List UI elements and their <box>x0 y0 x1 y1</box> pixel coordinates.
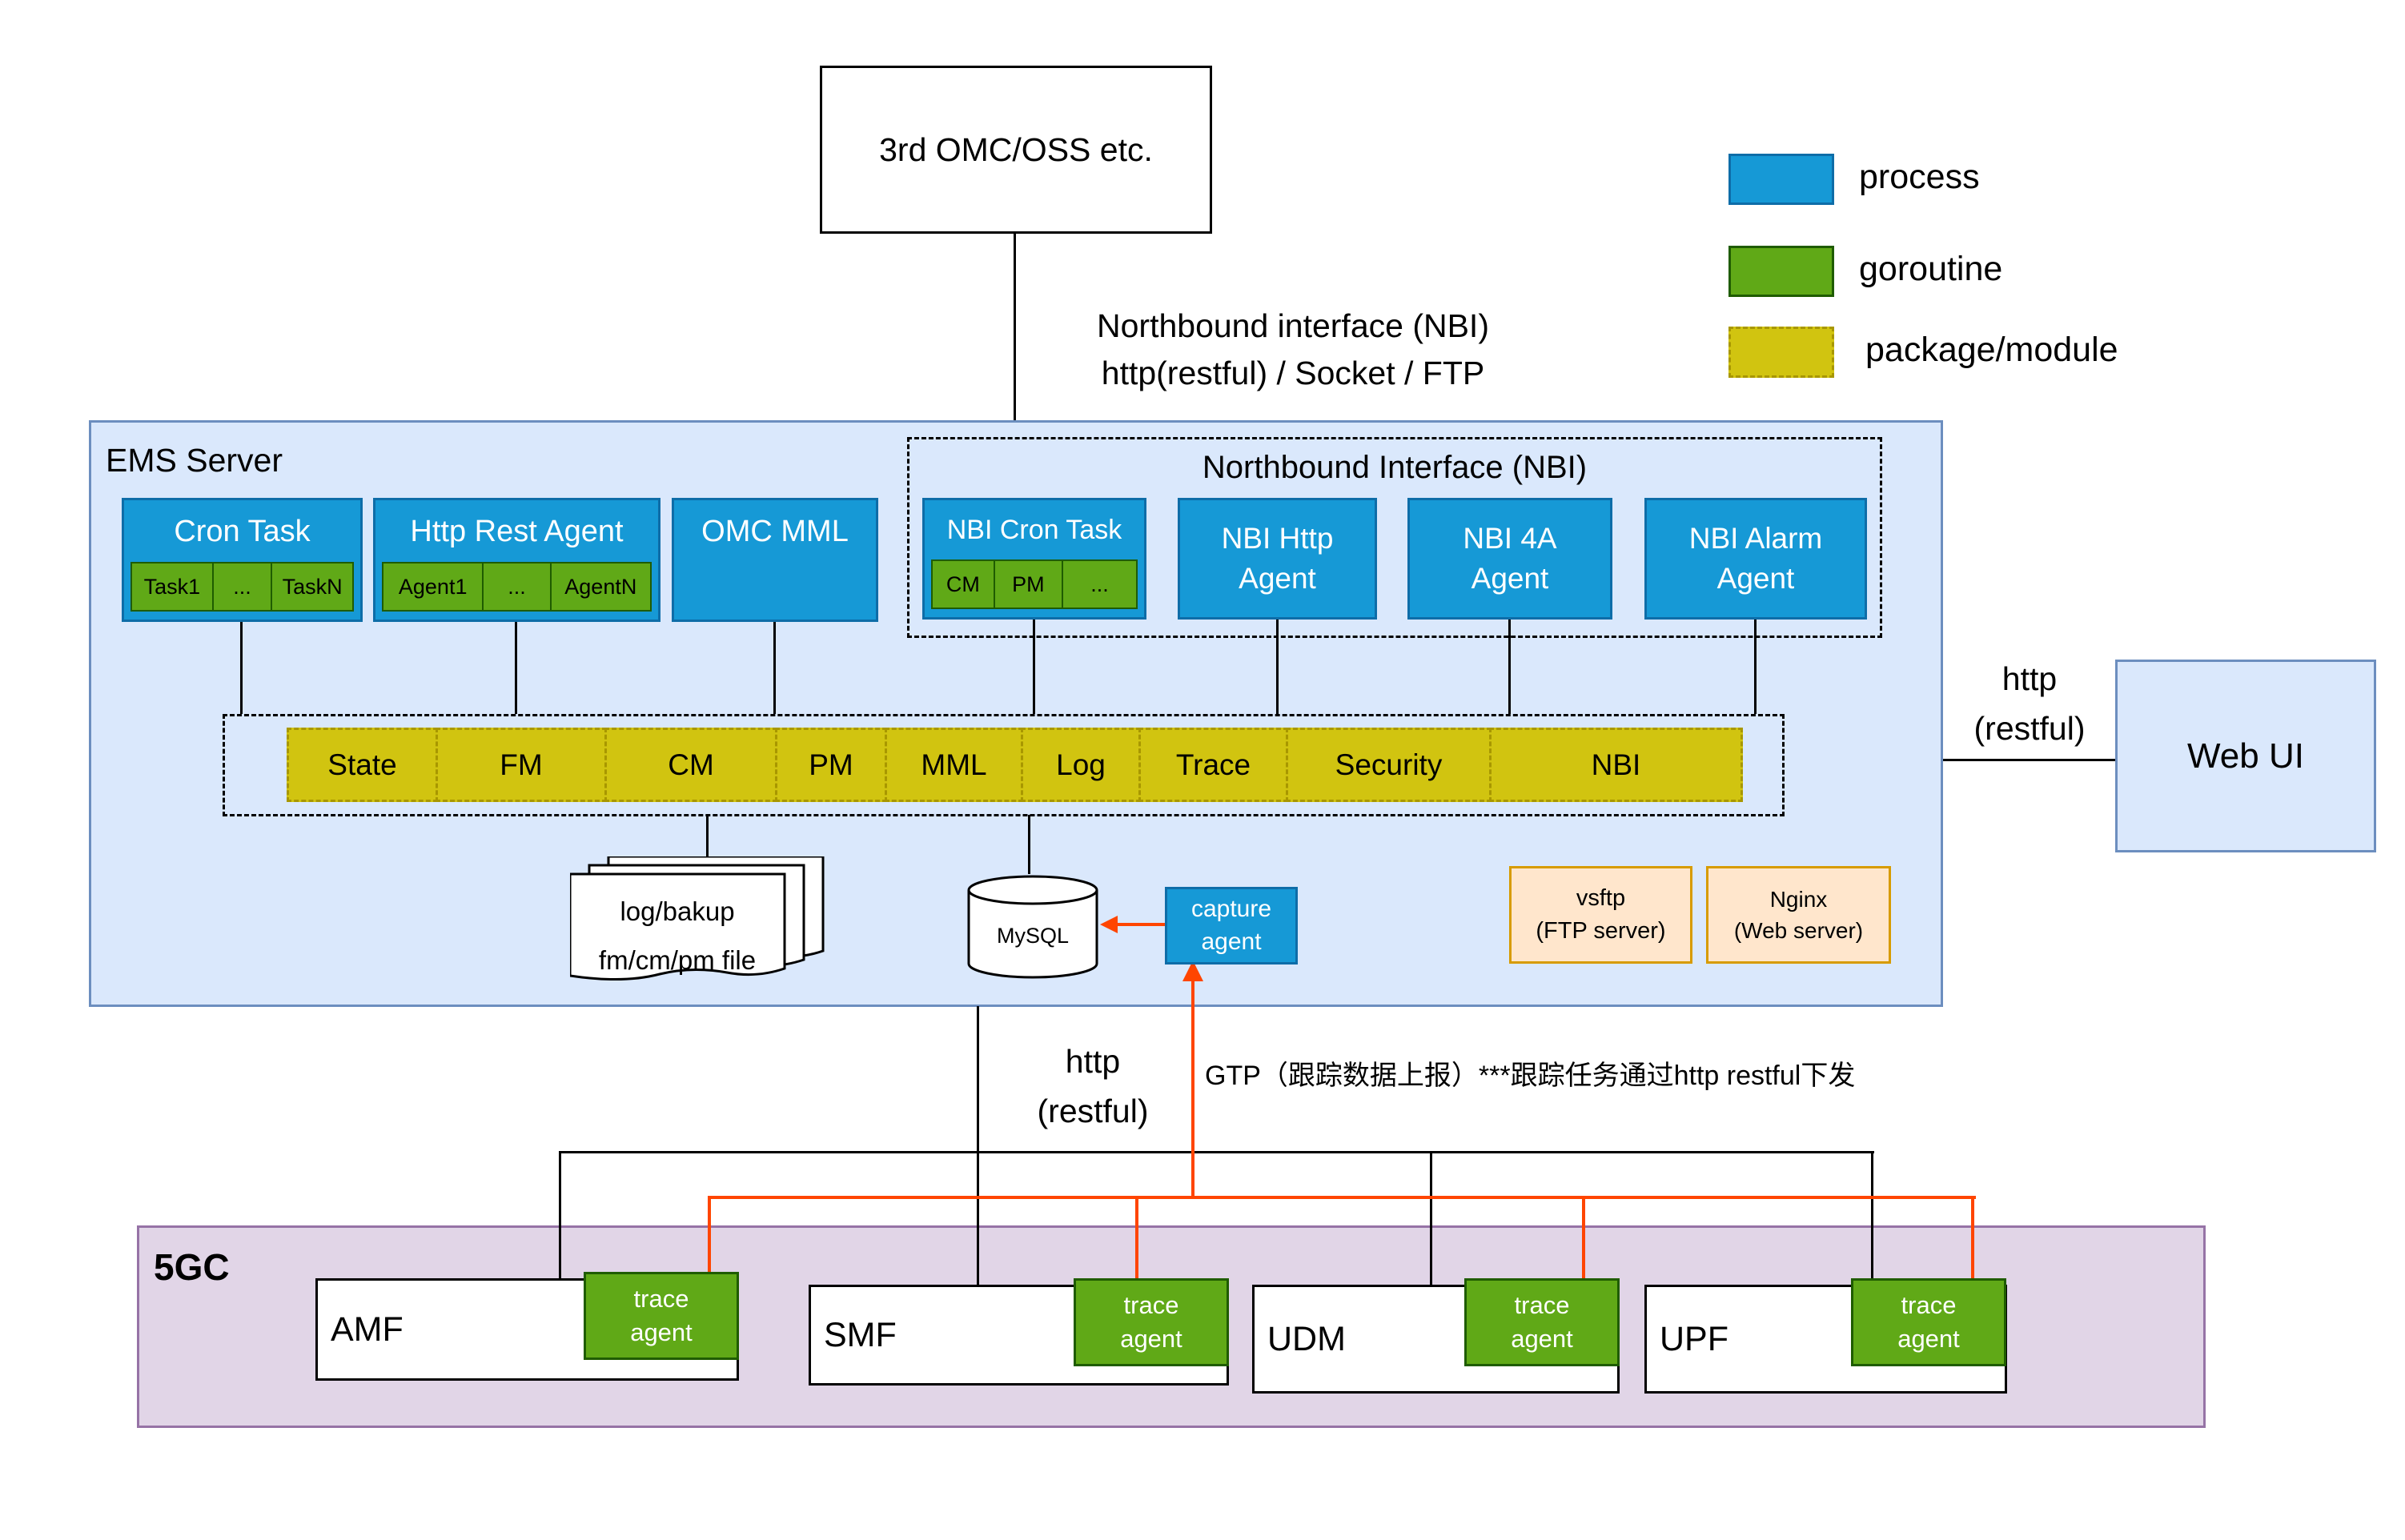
connector-drop-smf <box>977 1151 979 1285</box>
http-rest-agent-box: Http Rest Agent Agent1 ... AgentN <box>373 498 660 622</box>
connector-omc-to-ems <box>1014 234 1016 420</box>
nf-label-amf: AMF <box>331 1310 404 1349</box>
legend-process-swatch <box>1728 154 1834 205</box>
omc-oss-label: 3rd OMC/OSS etc. <box>879 130 1153 168</box>
omc-mml-box: OMC MML <box>672 498 878 622</box>
module-row-container <box>223 714 1785 816</box>
legend-package-label: package/module <box>1865 331 2118 369</box>
nbi-link-label: Northbound interface (NBI) http(restful)… <box>1097 307 1489 392</box>
nginx-server-box: Nginx (Web server) <box>1706 866 1891 964</box>
connector-nbicron-modules <box>1033 620 1035 714</box>
trace-agent-upf: trace agent <box>1851 1278 2006 1366</box>
connector-south-bus <box>559 1151 1874 1153</box>
mysql-label: MySQL <box>997 924 1069 948</box>
nf-label-upf: UPF <box>1660 1320 1728 1358</box>
capture-agent-box: capture agent <box>1165 887 1298 965</box>
module-pm: PM <box>775 728 887 802</box>
nbi-group-title: Northbound Interface (NBI) <box>1202 450 1588 485</box>
omc-oss-box: 3rd OMC/OSS etc. <box>820 66 1212 234</box>
connector-omcmml-modules <box>773 622 776 714</box>
south-http-label: http (restful) <box>1037 1043 1149 1129</box>
vsftp-server-box: vsftp (FTP server) <box>1509 866 1692 964</box>
gtp-riser-to-capture <box>1191 980 1194 1197</box>
gtp-label: GTP（跟踪数据上报）***跟踪任务通过http restful下发 <box>1205 1061 1856 1091</box>
gtp-bus <box>709 1196 1976 1199</box>
nbi-cron-sub-ellipsis: ... <box>1062 559 1138 609</box>
gtp-drop-amf <box>708 1196 711 1272</box>
file-stack-label: log/bakup fm/cm/pm file <box>598 896 757 976</box>
module-mml: MML <box>885 728 1023 802</box>
nbi-cron-task-box: NBI Cron Task CM PM ... <box>922 498 1146 620</box>
nbi-cron-task-subrow: CM PM ... <box>931 559 1138 609</box>
capture-to-mysql-line <box>1118 923 1165 926</box>
nbi-http-agent-box: NBI Http Agent <box>1178 498 1377 620</box>
module-trace: Trace <box>1138 728 1288 802</box>
nf-label-udm: UDM <box>1267 1320 1346 1358</box>
http-rest-agent-subrow: Agent1 ... AgentN <box>382 562 652 612</box>
cron-task-subrow: Task1 ... TaskN <box>130 562 354 612</box>
cron-task-sub-ellipsis: ... <box>211 562 273 612</box>
connector-modules-files <box>706 815 709 871</box>
capture-to-mysql-arrowhead <box>1100 916 1118 933</box>
legend-process-label: process <box>1859 158 1980 196</box>
nbi-cron-task-title: NBI Cron Task <box>946 515 1122 545</box>
http-rest-sub-ellipsis: ... <box>482 562 552 612</box>
trace-agent-udm: trace agent <box>1464 1278 1620 1366</box>
connector-nbi4a-modules <box>1508 620 1511 714</box>
gtp-drop-upf <box>1971 1196 1974 1278</box>
connector-crontask-modules <box>240 622 243 714</box>
connector-modules-mysql <box>1028 815 1030 874</box>
nbi-cron-sub-pm: PM <box>993 559 1064 609</box>
fivegc-title: 5GC <box>154 1246 230 1288</box>
module-security: Security <box>1286 728 1492 802</box>
module-state: State <box>287 728 438 802</box>
gtp-drop-smf <box>1135 1196 1138 1278</box>
ems-server-title: EMS Server <box>106 442 283 479</box>
cron-task-title: Cron Task <box>174 515 311 548</box>
connector-drop-amf <box>559 1151 561 1278</box>
connector-drop-upf <box>1871 1151 1873 1278</box>
module-fm: FM <box>436 728 607 802</box>
webui-http-label: http (restful) <box>1973 660 2086 747</box>
connector-nbialarm-modules <box>1754 620 1757 714</box>
legend-goroutine-swatch <box>1728 246 1834 297</box>
connector-ems-south <box>977 1006 979 1151</box>
module-row: State FM CM PM MML Log Trace Security NB… <box>287 728 1743 802</box>
web-ui-box: Web UI <box>2115 660 2376 852</box>
nbi-4a-agent-box: NBI 4A Agent <box>1407 498 1612 620</box>
http-rest-sub-1: Agent1 <box>382 562 484 612</box>
cron-task-sub-n: TaskN <box>271 562 354 612</box>
nbi-group-container <box>907 437 1882 638</box>
module-nbi: NBI <box>1489 728 1743 802</box>
module-cm: CM <box>604 728 777 802</box>
trace-agent-amf: trace agent <box>584 1272 739 1360</box>
legend-goroutine-label: goroutine <box>1859 250 2003 288</box>
connector-drop-udm <box>1430 1151 1432 1285</box>
omc-mml-title: OMC MML <box>701 515 849 548</box>
web-ui-label: Web UI <box>2187 736 2304 776</box>
connector-httprest-modules <box>515 622 517 714</box>
cron-task-box: Cron Task Task1 ... TaskN <box>122 498 363 622</box>
connector-ems-webui <box>1943 759 2115 761</box>
http-rest-agent-title: Http Rest Agent <box>410 515 624 548</box>
cron-task-sub-1: Task1 <box>130 562 214 612</box>
gtp-drop-udm <box>1582 1196 1585 1278</box>
nf-label-smf: SMF <box>824 1316 897 1354</box>
connector-nbihttp-modules <box>1276 620 1279 714</box>
nbi-cron-sub-cm: CM <box>931 559 995 609</box>
http-rest-sub-n: AgentN <box>549 562 652 612</box>
nbi-alarm-agent-box: NBI Alarm Agent <box>1644 498 1867 620</box>
legend-package-swatch <box>1728 327 1834 378</box>
mysql-database-shape: MySQL <box>967 875 1098 979</box>
trace-agent-smf: trace agent <box>1074 1278 1229 1366</box>
module-log: Log <box>1021 728 1141 802</box>
file-stack-shape <box>570 856 825 981</box>
